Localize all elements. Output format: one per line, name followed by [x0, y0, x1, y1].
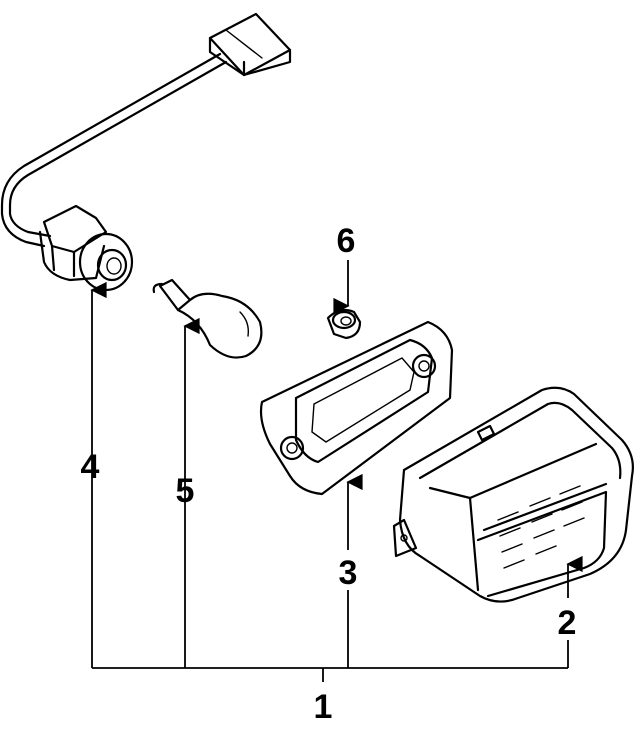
callout-2: 2 [558, 604, 577, 642]
callout-3: 3 [339, 554, 358, 592]
gasket-part [259, 320, 454, 496]
callout-1: 1 [314, 688, 333, 726]
callout-4: 4 [81, 448, 100, 486]
harness-wire-inner [0, 52, 222, 248]
lens-housing-part [392, 386, 634, 603]
leader-lines [90, 260, 583, 682]
socket-harness-part [0, 12, 292, 292]
harness-wire [8, 60, 228, 238]
nut-part [326, 308, 362, 340]
callout-5: 5 [176, 472, 195, 510]
bulb-socket [38, 204, 134, 292]
bulb-part [152, 278, 263, 359]
callout-6: 6 [337, 222, 356, 260]
connector-plug [208, 12, 292, 77]
